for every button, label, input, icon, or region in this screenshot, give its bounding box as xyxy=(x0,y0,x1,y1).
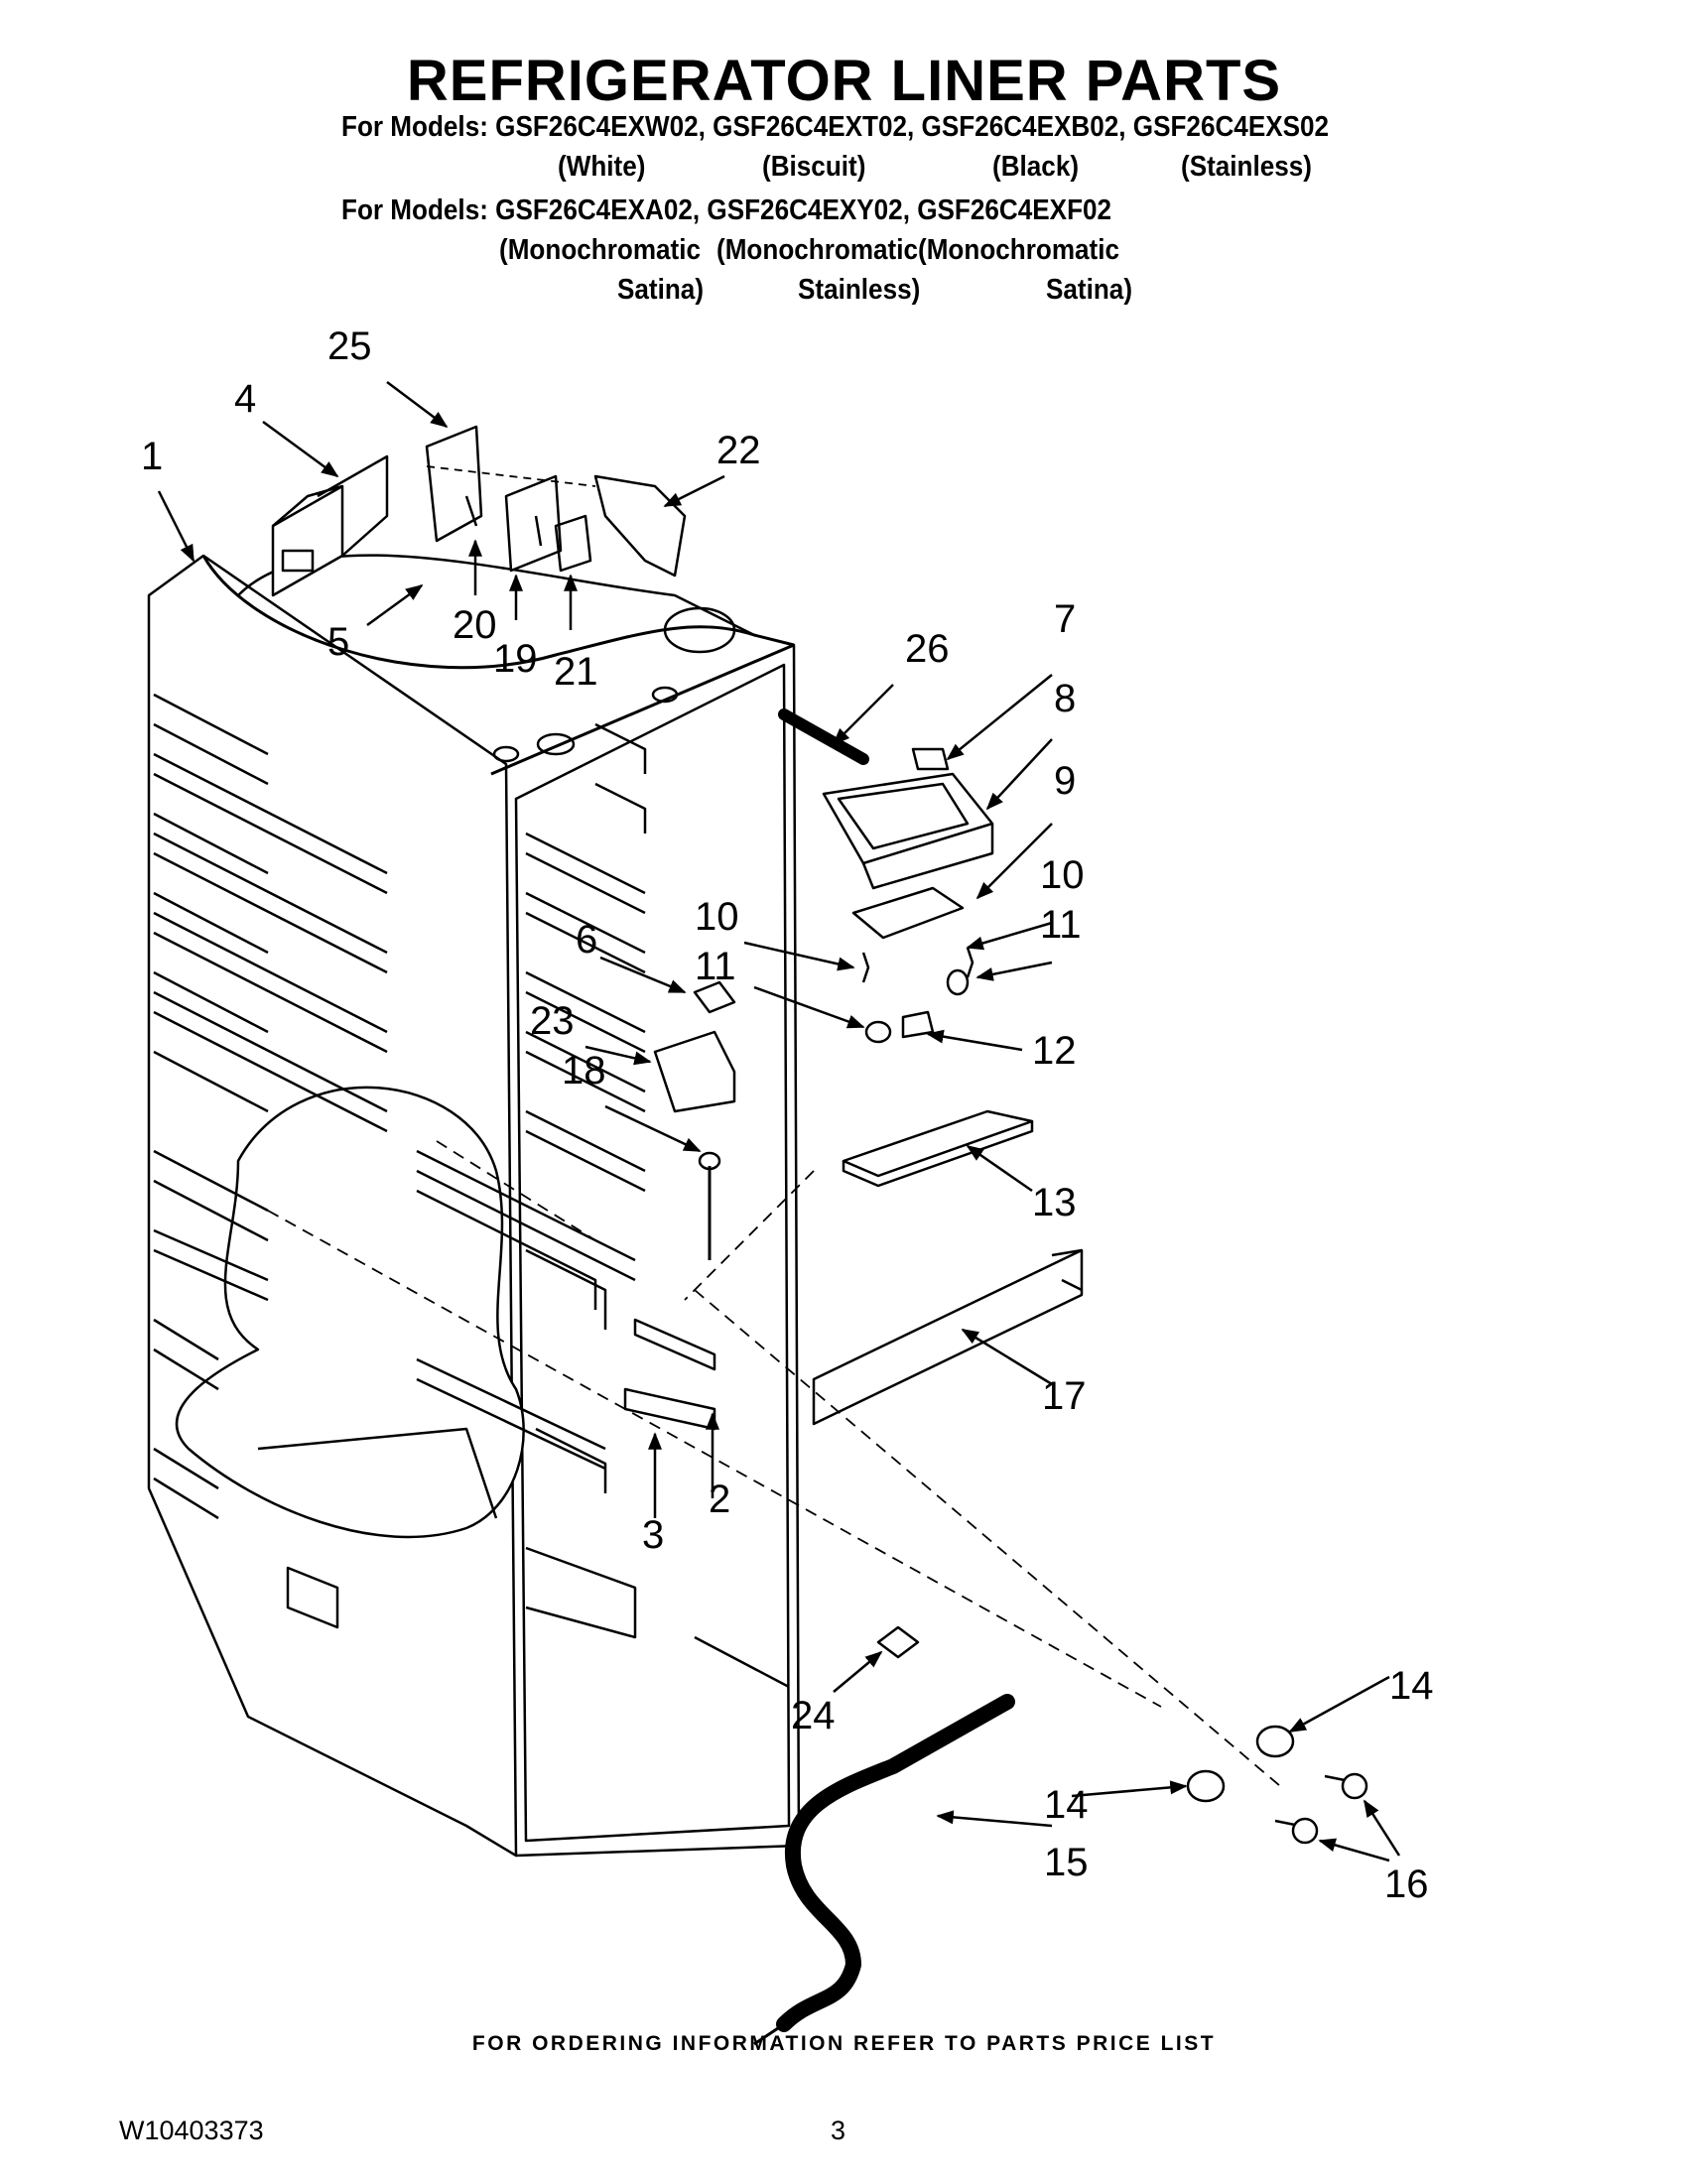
color-mono-3b: Satina) xyxy=(1046,274,1133,306)
ordering-note: FOR ORDERING INFORMATION REFER TO PARTS … xyxy=(471,2032,1217,2055)
bulbs-sockets xyxy=(861,947,974,1044)
color-biscuit: (Biscuit) xyxy=(762,151,866,183)
hinge-and-hose-parts xyxy=(753,1625,1368,2046)
callout-23: 23 xyxy=(530,999,575,1043)
callout-1: 1 xyxy=(141,435,163,478)
callout-22: 22 xyxy=(716,429,761,472)
callout-12: 12 xyxy=(1032,1029,1077,1073)
color-mono-1a: (Monochromatic xyxy=(499,234,702,266)
leader-arrows xyxy=(157,381,1401,1863)
callout-15: 15 xyxy=(1044,1841,1089,1884)
page-title: REFRIGERATOR LINER PARTS xyxy=(406,49,1282,113)
color-stainless: (Stainless) xyxy=(1181,151,1313,183)
callout-7: 7 xyxy=(1054,597,1076,641)
callout-5: 5 xyxy=(327,620,349,664)
callout-4: 4 xyxy=(234,377,256,421)
callout-labels: 1 2 3 4 5 6 7 8 9 10 10 11 11 12 13 14 1… xyxy=(141,324,1434,1906)
small-parts xyxy=(623,980,736,1431)
control-housing-assembly xyxy=(271,425,687,597)
callout-3: 3 xyxy=(642,1513,664,1557)
callout-17: 17 xyxy=(1042,1374,1087,1418)
color-mono-2b: Stainless) xyxy=(798,274,921,306)
callout-20: 20 xyxy=(453,603,497,647)
callout-10b: 10 xyxy=(1040,853,1085,897)
callout-16: 16 xyxy=(1384,1863,1429,1906)
models-line-1: For Models: GSF26C4EXW02, GSF26C4EXT02, … xyxy=(341,111,1330,143)
light-housing-assembly xyxy=(778,708,994,940)
callout-2: 2 xyxy=(709,1477,730,1521)
alignment-lines xyxy=(267,1140,1281,1787)
light-shield-and-panel xyxy=(812,1109,1084,1426)
callout-19: 19 xyxy=(493,637,538,681)
color-black: (Black) xyxy=(992,151,1080,183)
callout-11a: 11 xyxy=(695,945,736,988)
callout-21: 21 xyxy=(554,650,598,694)
color-mono-3a: (Monochromatic xyxy=(918,234,1120,266)
callout-10a: 10 xyxy=(695,895,739,939)
callout-14b: 14 xyxy=(1044,1783,1089,1827)
callout-24: 24 xyxy=(791,1694,836,1737)
callout-25: 25 xyxy=(327,324,372,368)
page-number: 3 xyxy=(831,2116,846,2145)
color-mono-1b: Satina) xyxy=(617,274,705,306)
models-line-2: For Models: GSF26C4EXA02, GSF26C4EXY02, … xyxy=(341,194,1112,226)
liner-body xyxy=(147,554,801,1858)
callout-9: 9 xyxy=(1054,759,1076,803)
callout-6: 6 xyxy=(576,918,597,962)
document-number: W10403373 xyxy=(119,2116,264,2145)
color-white: (White) xyxy=(558,151,646,183)
callout-26: 26 xyxy=(905,627,950,671)
callout-8: 8 xyxy=(1054,677,1076,720)
callout-18: 18 xyxy=(562,1049,606,1092)
callout-11b: 11 xyxy=(1040,903,1082,947)
callout-14a: 14 xyxy=(1389,1664,1434,1708)
color-mono-2a: (Monochromatic xyxy=(716,234,919,266)
callout-13: 13 xyxy=(1032,1181,1077,1224)
